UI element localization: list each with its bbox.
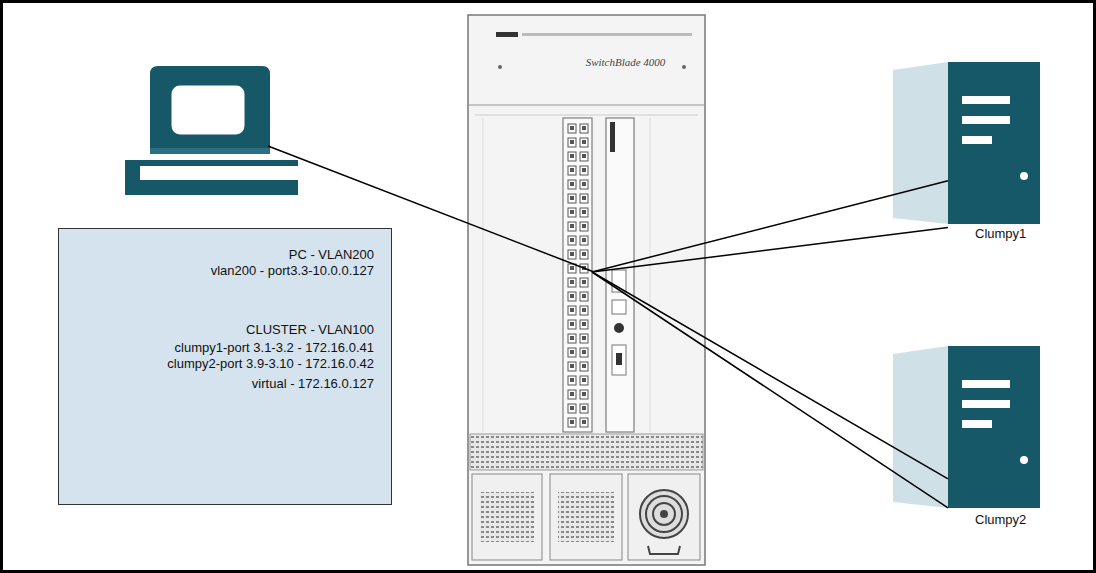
info-text: PC - VLAN200 [69,247,374,263]
info-text: clumpy2-port 3.9-3.10 - 172.16.0.42 [69,356,374,372]
switch-chassis: SwitchBlade 4000 [468,15,705,565]
server-label: Clumpy2 [975,512,1040,528]
network-cable [592,272,948,479]
device-name: SwitchBlade 4000 [546,55,705,69]
server: Clumpy2 [948,346,1040,528]
switch-chassis [468,15,705,565]
pc-icon [125,66,298,195]
network-cable [592,272,948,508]
server-icon [893,62,1040,224]
network-cable [592,181,948,272]
server-label: Clumpy1 [975,226,1040,242]
server: Clumpy1 [948,62,1040,242]
network-cable [592,228,948,272]
server-icon [893,346,1040,508]
info-text: CLUSTER - VLAN100 [69,322,374,338]
info-text: clumpy1-port 3.1-3.2 - 172.16.0.41 [69,340,374,356]
info-box: PC - VLAN200vlan200 - port3.3-10.0.0.127… [58,228,392,505]
info-text: virtual - 172.16.0.127 [69,376,374,392]
info-text: vlan200 - port3.3-10.0.0.127 [69,263,374,279]
